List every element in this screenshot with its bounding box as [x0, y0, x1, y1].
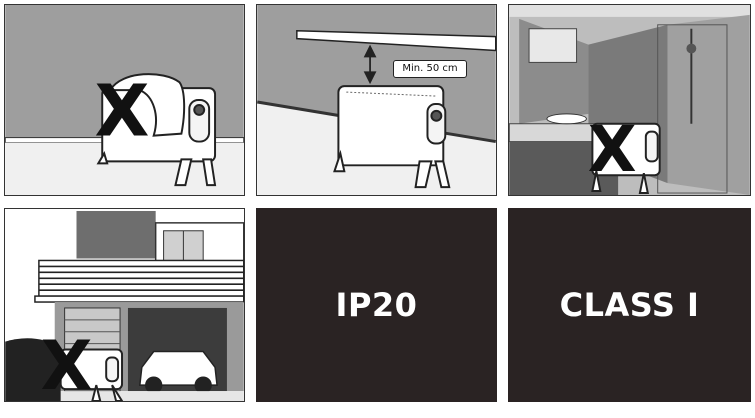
prohibited-x-mark: X: [95, 70, 150, 153]
panel-no-cover: X: [4, 4, 245, 196]
ip-rating-label: IP20: [335, 286, 418, 324]
panel-bathroom: X: [508, 4, 751, 196]
panel-ip-rating: IP20: [256, 208, 497, 402]
prohibited-x-mark: X: [588, 112, 637, 186]
heater-icon: [591, 122, 661, 195]
prohibited-x-mark: X: [41, 327, 93, 401]
distance-arrow: [363, 44, 377, 85]
panel-protection-class: CLASS I: [508, 208, 751, 402]
svg-text:X: X: [95, 70, 150, 153]
protection-class-label: CLASS I: [559, 286, 700, 324]
outdoor-illustration: X: [5, 209, 244, 401]
clearance-illustration: [257, 5, 496, 195]
shelf-icon: [296, 29, 496, 52]
clearance-callout: Min. 50 cm: [393, 60, 467, 78]
towel-icon: [108, 73, 186, 137]
panel-clearance: [256, 4, 497, 196]
panel-outdoor: X: [4, 208, 245, 402]
no-cover-illustration: X: [5, 5, 244, 195]
heater-icon: [59, 348, 124, 401]
heater-icon: [333, 85, 451, 189]
svg-text:X: X: [41, 327, 93, 401]
bathroom-illustration: X: [509, 5, 750, 195]
svg-text:X: X: [588, 112, 637, 186]
